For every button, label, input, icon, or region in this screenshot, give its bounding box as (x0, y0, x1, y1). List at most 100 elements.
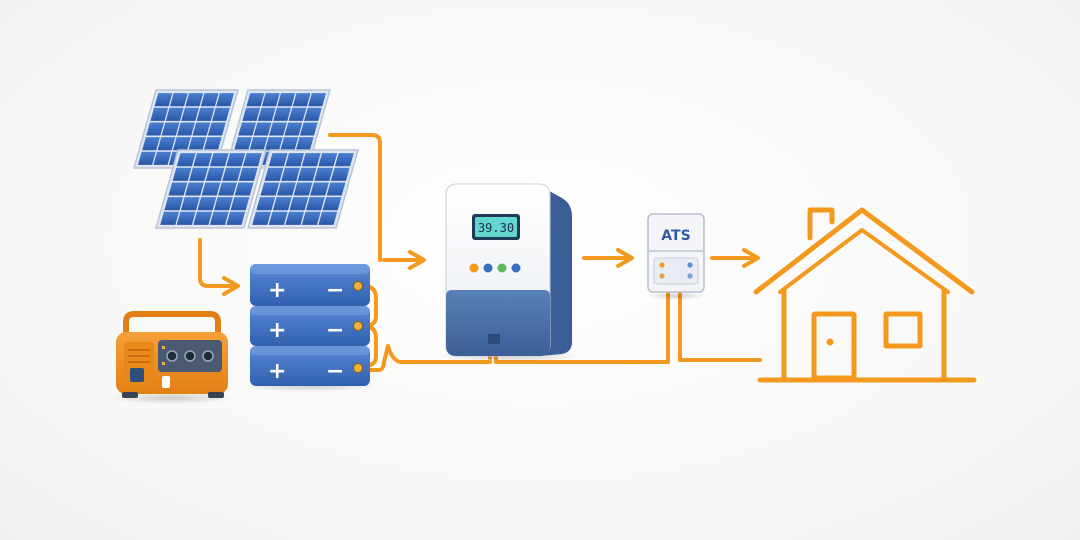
solar-cell (268, 153, 288, 167)
solar-cell (160, 211, 180, 225)
solar-cell (330, 167, 350, 181)
solar-cell (234, 182, 254, 196)
solar-cell (169, 93, 188, 107)
solar-cell (196, 107, 215, 121)
solar-cell (322, 197, 342, 211)
wire-solar-to-inverter (328, 133, 382, 262)
solar-cell (301, 153, 321, 167)
ats-indicator (687, 273, 693, 279)
battery-negative: − (326, 318, 344, 343)
solar-cell (256, 197, 276, 211)
battery-positive: + (268, 318, 286, 343)
solar-cell (226, 153, 246, 167)
wire-battery-to-inverter (364, 344, 492, 372)
door-knob (826, 338, 834, 346)
solar-cell (165, 107, 184, 121)
solar-cell (200, 93, 219, 107)
solar-cell (142, 137, 160, 151)
battery-icon: + − + − + − (240, 264, 380, 392)
solar-cell (176, 153, 196, 167)
solar-cell (168, 182, 188, 196)
solar-cell (297, 167, 317, 181)
inverter-indicator (483, 263, 493, 273)
solar-cell (280, 137, 299, 151)
generator-icon (110, 311, 234, 404)
inverter-indicator (497, 263, 507, 273)
wire-ats-to-house (678, 290, 762, 362)
solar-cell (326, 182, 346, 196)
solar-cell (234, 137, 252, 151)
solar-cell (314, 167, 334, 181)
solar-cell (272, 197, 292, 211)
solar-cell (193, 211, 213, 225)
solar-cell (185, 93, 204, 107)
solar-cell (252, 211, 272, 225)
wire-battery-link-2 (362, 324, 378, 368)
solar-cell (172, 137, 191, 151)
solar-cell (164, 197, 184, 211)
solar-cell (238, 122, 257, 136)
battery-module-middle: + − (250, 306, 370, 346)
solar-cell (284, 122, 303, 136)
battery-positive: + (268, 359, 286, 384)
solar-cell (293, 182, 313, 196)
solar-cell (242, 153, 262, 167)
solar-cell (269, 122, 287, 136)
solar-cell (257, 107, 276, 121)
solar-cell (193, 153, 213, 167)
solar-cell (226, 211, 246, 225)
solar-cell (260, 182, 280, 196)
battery-negative: − (326, 359, 344, 384)
solar-cell (201, 182, 221, 196)
solar-cell (157, 137, 176, 151)
solar-cell (150, 107, 169, 121)
solar-cell (292, 93, 311, 107)
solar-cell (137, 151, 156, 165)
solar-cell (222, 167, 242, 181)
solar-cell (177, 122, 195, 136)
ats-indicator (659, 273, 665, 279)
inverter-icon: 39.30 (436, 183, 584, 362)
inverter-indicator (469, 263, 479, 273)
solar-cell (205, 167, 225, 181)
house-icon (753, 207, 977, 383)
inverter-indicator (511, 263, 521, 273)
solar-cell (238, 167, 258, 181)
solar-cell (273, 107, 292, 121)
solar-cell (180, 197, 200, 211)
ats-label: ATS (661, 228, 690, 244)
solar-cell (261, 93, 280, 107)
solar-cell (310, 182, 329, 196)
solar-cell (172, 167, 192, 181)
solar-panel-4 (247, 149, 359, 229)
solar-cell (264, 167, 284, 181)
solar-cell (209, 153, 229, 167)
solar-panel-3 (155, 149, 267, 229)
solar-cell (253, 122, 272, 136)
solar-cell (288, 107, 307, 121)
solar-cell (285, 211, 305, 225)
solar-cell (189, 167, 209, 181)
solar-cell (207, 122, 226, 136)
solar-cell (308, 93, 327, 107)
solar-cell (146, 122, 165, 136)
solar-cell (230, 197, 250, 211)
transfer-switch-icon: ATS (646, 213, 706, 300)
ats-indicator (687, 262, 693, 268)
solar-cell (295, 137, 314, 151)
solar-cell (277, 182, 296, 196)
solar-cell (161, 122, 180, 136)
solar-cell (277, 93, 296, 107)
solar-cell (268, 211, 288, 225)
solar-cell (334, 153, 354, 167)
solar-panel-1 (133, 89, 239, 169)
solar-cell (264, 137, 283, 151)
solar-cell (154, 93, 173, 107)
solar-cell (213, 197, 233, 211)
solar-cell (305, 197, 325, 211)
solar-cell (216, 93, 235, 107)
battery-module-bottom: + − (250, 346, 370, 386)
solar-cell (188, 137, 207, 151)
